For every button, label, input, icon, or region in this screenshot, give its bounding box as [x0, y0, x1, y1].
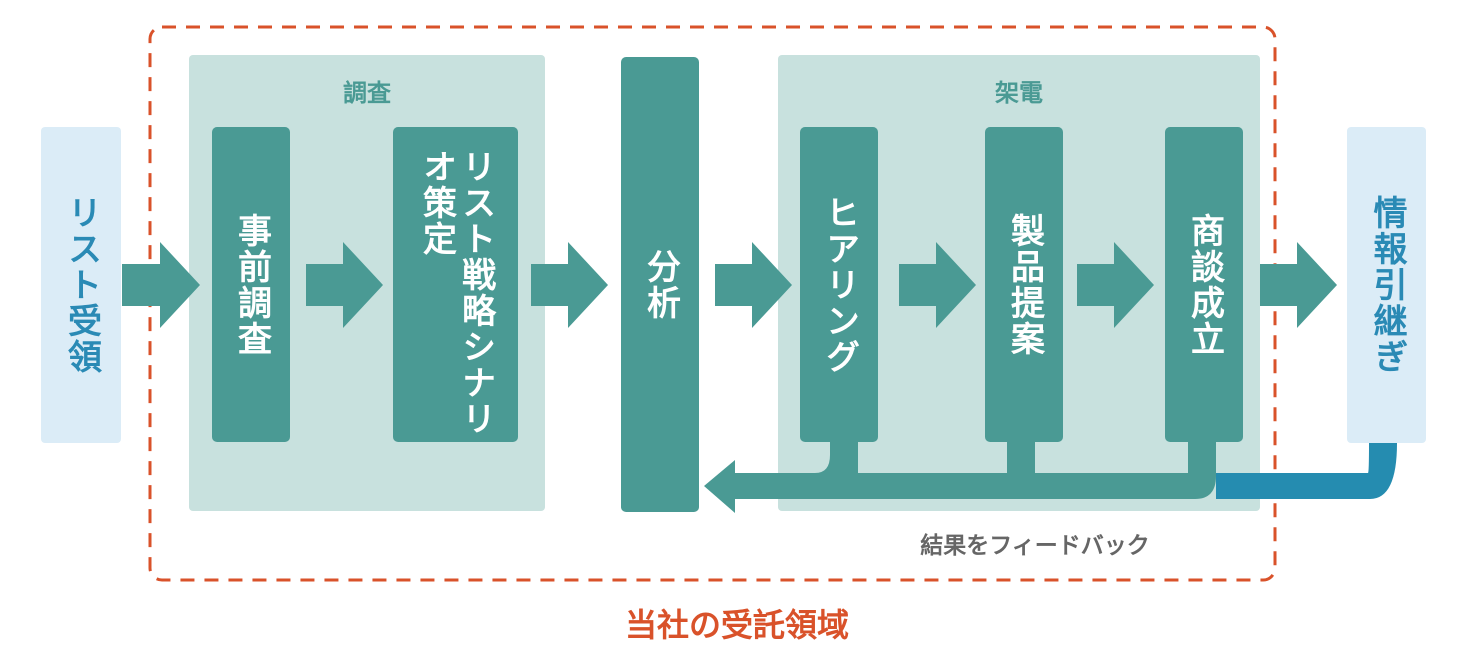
scope-label: 当社の受託領域 [624, 606, 849, 644]
step-hearing: ヒアリング [800, 127, 878, 442]
end-box: 情報引継ぎ [1347, 127, 1426, 443]
arrow-right-icon [715, 242, 792, 328]
step-list-strategy: リスト戦略シナリオ策定 [393, 127, 518, 442]
arrow-right-icon [1077, 242, 1154, 328]
arrow-right-icon [122, 242, 200, 328]
arrow-right-icon [1260, 242, 1337, 328]
arrow-right-icon [306, 242, 383, 328]
feedback-label: 結果をフィードバック [920, 533, 1150, 559]
research-title: 調査 [343, 79, 391, 107]
arrow-right-icon [899, 242, 976, 328]
calling-title: 架電 [995, 79, 1043, 107]
feedback-arrow [704, 442, 1216, 513]
step-label: 商談成立 [1184, 212, 1225, 357]
step-proposal: 製品提案 [985, 127, 1063, 442]
feedback-return-line [1216, 443, 1397, 499]
end-label: 情報引継ぎ [1367, 195, 1408, 375]
start-box: リスト受領 [41, 127, 121, 443]
step-pre-research: 事前調査 [212, 127, 290, 442]
step-label: リスト戦略シナリオ策定 [416, 149, 496, 437]
step-label: 製品提案 [1004, 212, 1045, 357]
step-deal: 商談成立 [1165, 127, 1243, 442]
step-label: 分析 [640, 248, 681, 321]
step-label: ヒアリング [819, 194, 860, 375]
start-label: リスト受領 [61, 195, 102, 375]
step-label: 事前調査 [231, 212, 272, 357]
arrow-right-icon [531, 242, 608, 328]
step-analysis: 分析 [621, 57, 699, 512]
